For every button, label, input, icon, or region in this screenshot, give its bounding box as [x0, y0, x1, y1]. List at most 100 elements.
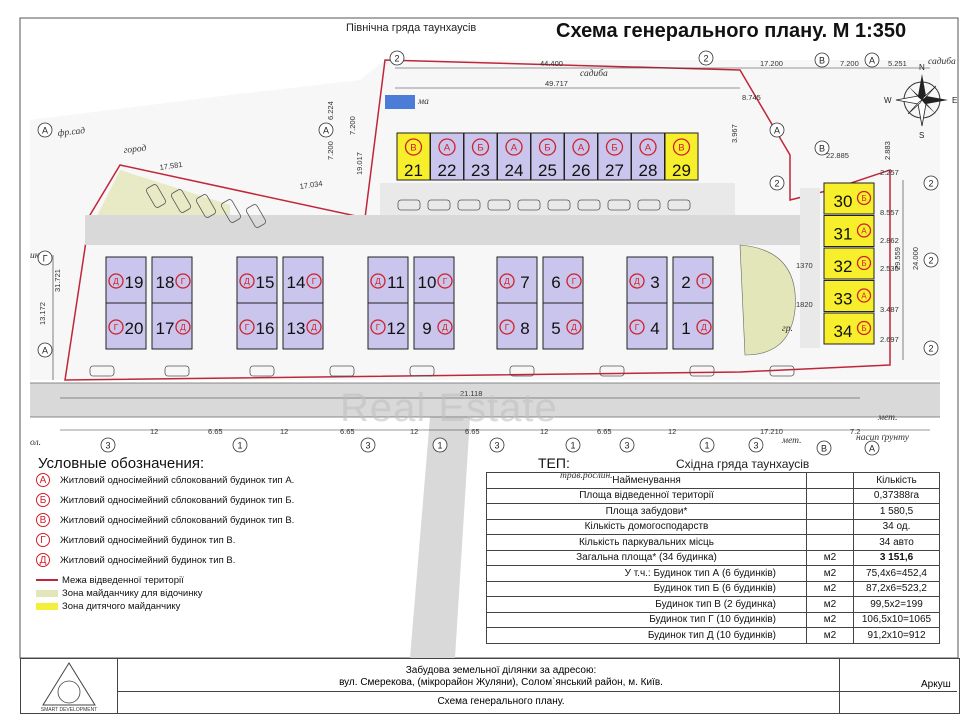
axis-marker: 2 — [923, 252, 939, 268]
house-type-letter: Г — [312, 276, 317, 286]
house-type-badge: Б — [856, 255, 872, 271]
house-type-letter: Б — [861, 259, 866, 268]
house-north[interactable]: В29 — [664, 132, 699, 181]
tep-cell-qty: 75,4х6=452,4 — [853, 565, 940, 582]
house-north[interactable]: А22 — [430, 132, 464, 181]
house-type-letter: А — [511, 143, 518, 154]
house-type-badge: Б — [471, 138, 490, 156]
address-line-1: Забудова земельної ділянки за адресою: — [405, 665, 597, 676]
house-north[interactable]: Б23 — [463, 132, 498, 181]
page-title: Схема генерального плану. М 1:350 — [556, 20, 907, 42]
house-type-letter: А — [444, 143, 451, 154]
house-number: 8 — [520, 319, 529, 338]
tep-cell-name: Будинок тип Б (6 будинків) — [486, 580, 807, 597]
label-ol: ол. — [30, 438, 41, 448]
house-north[interactable]: Б25 — [530, 132, 565, 181]
pool — [385, 95, 415, 109]
east-path — [800, 188, 820, 348]
house-type-badge: Б — [856, 320, 872, 336]
house-type-badge: Г — [437, 273, 453, 289]
house-type-badge: Г — [499, 319, 515, 335]
tep-title: ТЕП: — [538, 455, 570, 471]
axis-label: A — [869, 56, 875, 66]
house-number: 17 — [156, 319, 175, 338]
axis-marker: 2 — [923, 175, 939, 191]
tep-cell-unit: м2 — [806, 611, 854, 628]
house-north[interactable]: А24 — [497, 132, 531, 181]
house-number: 15 — [256, 273, 275, 292]
tep-cell-unit — [806, 487, 854, 504]
axis-label: A — [42, 346, 48, 356]
legend-color-swatch — [36, 602, 58, 610]
house-type-badge: А — [438, 138, 456, 156]
axis-label: 2 — [928, 179, 933, 189]
axis-marker: 1 — [699, 437, 715, 453]
house-south[interactable]: Д 15 — [236, 256, 278, 304]
house-north[interactable]: В21 — [396, 132, 431, 181]
house-type-letter: А — [861, 226, 867, 235]
north-row-title: Північна гряда таунхаусів — [346, 22, 477, 34]
dim-left: 17.581 — [159, 160, 183, 172]
axis-label: 1 — [704, 441, 709, 451]
house-north[interactable]: А28 — [631, 132, 665, 181]
house-type-letter: В — [410, 143, 416, 154]
house-number: 9 — [422, 319, 431, 338]
dim-inner: 8.745 — [742, 93, 761, 102]
dim-bottom: 17.210 — [760, 427, 783, 436]
dim-bottom: 12 — [280, 427, 288, 436]
house-type-letter: Д — [244, 276, 250, 286]
house-north[interactable]: А26 — [564, 132, 598, 181]
house-type-letter: Б — [861, 194, 866, 203]
house-type-badge: Д — [239, 273, 255, 289]
dim-left: 7.200 — [326, 141, 335, 160]
axis-label: 3 — [753, 441, 758, 451]
house-type-letter: А — [645, 143, 652, 154]
legend-color-swatch — [36, 589, 58, 597]
dim-bottom: 7.2 — [850, 427, 860, 436]
east-row-title: Східна гряда таунхаусів — [676, 457, 810, 471]
driveway — [85, 215, 800, 245]
house-number: 33 — [834, 290, 853, 309]
tep-cell-name: Кількість паркувальних місць — [486, 534, 807, 551]
axis-marker: B — [814, 52, 830, 68]
dim-bottom: 6.65 — [597, 427, 612, 436]
legend-item: Зона майданчику для відочинку — [36, 585, 202, 601]
tep-cell-qty: 106,5х10=1065 — [853, 611, 940, 628]
dim-inner: 7.200 — [348, 116, 357, 135]
house-north[interactable]: Б27 — [597, 132, 632, 181]
parking-west — [146, 184, 266, 228]
house-type-badge: Г — [239, 319, 255, 335]
house-type-badge: А — [639, 138, 657, 156]
